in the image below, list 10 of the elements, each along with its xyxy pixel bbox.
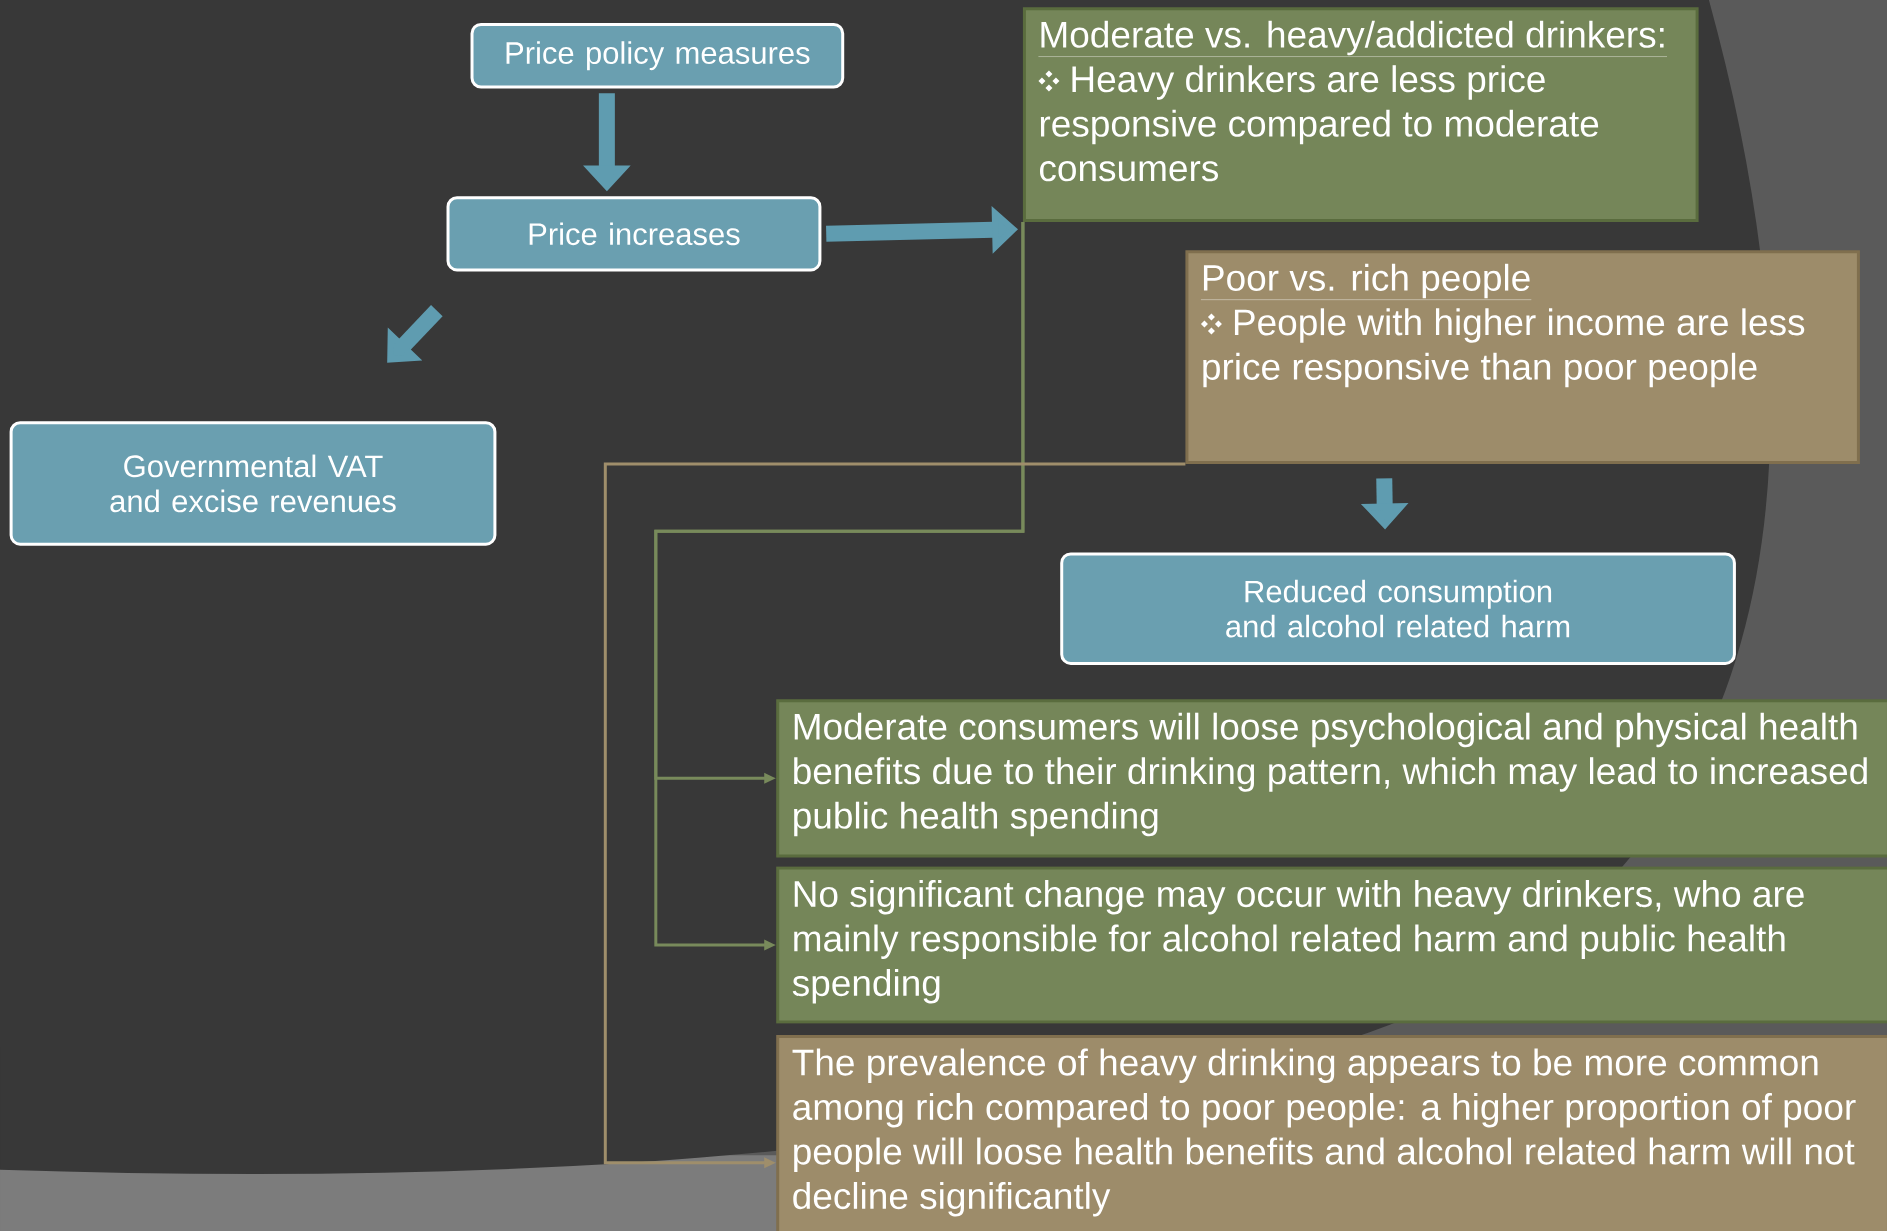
text-panel: Moderate consumers will loose psychological and physical health benefits due to their drinking pattern, which may lead to increased public health spending: [776, 699, 1887, 858]
text-panel: Moderate vs. heavy/addicted drinkers: Heavy drinkers are less price responsive compared to moderate consumers: [1022, 7, 1699, 222]
text-panel: No significant change may occur with heavy drinkers, who are mainly responsible for alcohol related harm and public health spending: [776, 866, 1887, 1024]
process-box: Reduced consumption and alcohol related harm: [1060, 552, 1736, 665]
process-box: Governmental VAT and excise revenues: [9, 421, 497, 546]
text-panel: Poor vs. rich people People with higher income are less price responsive than poor people: [1185, 250, 1860, 464]
arrow: [387, 305, 443, 363]
process-box: Price policy measures: [470, 22, 845, 89]
text-panel: The prevalence of heavy drinking appears to be more common among rich compared to poor people: a higher proportion of poor people will loose health benefits and alcohol related harm will not decline significantly: [776, 1035, 1887, 1231]
process-box: Price increases: [446, 196, 822, 272]
